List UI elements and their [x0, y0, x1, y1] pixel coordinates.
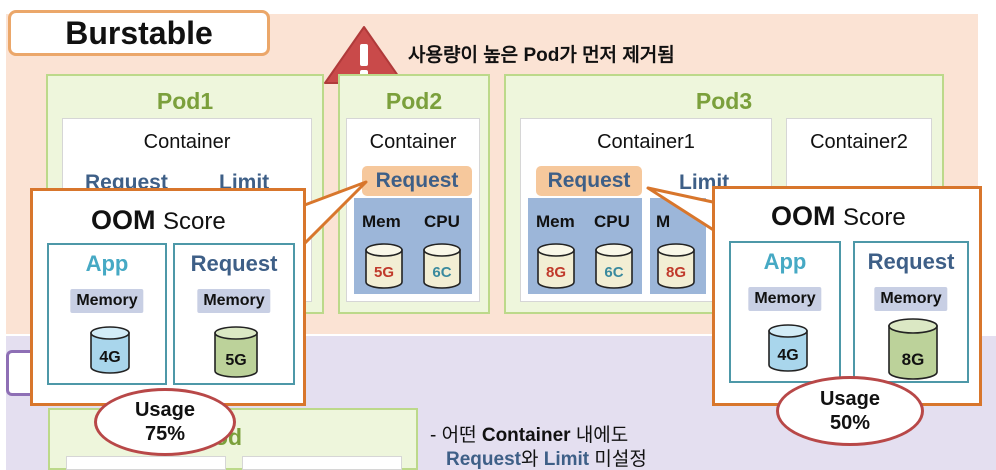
score-label: Score: [843, 204, 906, 231]
oom-score-title: OOM Score: [91, 205, 226, 236]
app-memory-value: 4G: [777, 347, 798, 364]
note-line-2: Request와 Limit 미설정: [446, 444, 647, 470]
container-label: Container: [143, 131, 231, 153]
container-label: Container2: [810, 131, 908, 153]
memory-cylinder-icon: 5G: [365, 243, 403, 289]
app-memory-cylinder-icon: 4G: [90, 326, 130, 374]
usage-bubble-right: Usage 50%: [776, 376, 924, 446]
note-container: Container: [481, 425, 571, 446]
pod-title: Pod3: [695, 88, 753, 114]
pod2-resource-grid: Mem CPU 5G 6C: [354, 198, 472, 294]
note-line-1: - 어떤 Container 내에도: [430, 420, 628, 447]
request-memory-cylinder-icon: 8G: [888, 318, 938, 380]
oom-score-title: OOM Score: [771, 201, 906, 232]
usage-value: 75%: [144, 423, 186, 445]
note-request: Request: [446, 449, 521, 470]
container-label: Container1: [597, 131, 695, 153]
pod3-limit-grid-partial: M 8G: [650, 198, 706, 294]
container-label: Container: [369, 131, 457, 153]
app-memory-value: 4G: [99, 349, 120, 366]
cpu-label: CPU: [424, 212, 460, 231]
oom-score-callout-left: OOM Score App Memory 4G Request Memory 5…: [30, 188, 306, 406]
section-title-badge: Burstable: [8, 10, 270, 56]
note-text: - 어떤: [430, 425, 482, 446]
app-box: App Memory 4G: [47, 243, 167, 385]
request-memory-cylinder-icon: 5G: [214, 326, 258, 378]
pod-title: Pod2: [385, 88, 443, 114]
cpu-value: 6C: [432, 264, 451, 281]
memory-label: Memory: [197, 289, 271, 313]
note-text: 미설정: [589, 449, 647, 470]
oom-score-callout-right: OOM Score App Memory 4G Request Memory 8…: [712, 186, 982, 406]
note-text: 내에도: [570, 425, 629, 446]
note-text: 와: [520, 449, 544, 470]
mem-label: Mem: [536, 212, 575, 231]
mem-value: 8G: [666, 264, 686, 281]
pod3-resource-grid: Mem CPU 8G 6C: [528, 198, 642, 294]
score-label: Score: [163, 208, 226, 235]
pod2-request-chip: Request: [362, 166, 472, 196]
memory-cylinder-icon: 8G: [537, 243, 575, 289]
cpu-cylinder-icon: 6C: [595, 243, 633, 289]
memory-label: Memory: [874, 287, 948, 311]
memory-label: Memory: [748, 287, 822, 311]
request-title: Request: [867, 249, 955, 274]
usage-bubble-left: Usage 75%: [94, 388, 236, 456]
note-limit: Limit: [543, 449, 590, 470]
pod3-request-chip: Request: [536, 166, 642, 196]
usage-label: Usage: [134, 399, 196, 421]
warning-text: 사용량이 높은 Pod가 먼저 제거됨: [408, 45, 675, 66]
app-title: App: [85, 251, 129, 276]
mem-label: Mem: [362, 212, 401, 231]
memory-label: Memory: [70, 289, 144, 313]
memory-cylinder-icon: 8G: [657, 243, 695, 289]
usage-label: Usage: [819, 388, 881, 410]
request-title: Request: [190, 251, 278, 276]
request-box: Request Memory 8G: [853, 241, 969, 383]
request-box: Request Memory 5G: [173, 243, 295, 385]
request-memory-value: 8G: [902, 350, 925, 369]
oom-label: OOM: [91, 205, 156, 235]
mem-value: 8G: [546, 264, 566, 281]
app-memory-cylinder-icon: 4G: [768, 324, 808, 372]
mem-value: 5G: [374, 264, 394, 281]
mem-label: M: [656, 212, 671, 231]
oom-label: OOM: [771, 201, 836, 231]
app-box: App Memory 4G: [729, 241, 841, 383]
cpu-value: 6C: [604, 264, 623, 281]
request-memory-value: 5G: [225, 352, 246, 369]
cpu-cylinder-icon: 6C: [423, 243, 461, 289]
usage-value: 50%: [829, 412, 871, 434]
pod-title: Pod1: [156, 88, 214, 114]
app-title: App: [763, 249, 807, 274]
cpu-label: CPU: [594, 212, 630, 231]
